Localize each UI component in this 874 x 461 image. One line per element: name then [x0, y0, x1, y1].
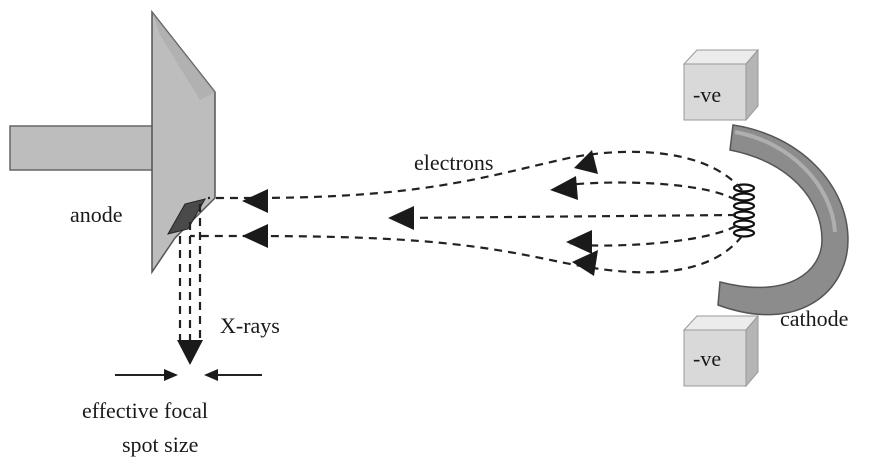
negative-block-bottom	[682, 314, 760, 388]
filament-coil	[732, 183, 756, 238]
xray-beam	[177, 204, 203, 365]
focal-arrow-right	[164, 369, 178, 381]
focal-spot-indicators	[115, 369, 262, 381]
label-anode: anode	[70, 202, 123, 227]
cathode-cup-highlight	[734, 130, 837, 233]
arrowhead-top-left	[242, 189, 268, 213]
arrowhead-center	[388, 206, 414, 230]
label-xrays: X-rays	[220, 313, 280, 338]
focal-arrow-left	[204, 369, 218, 381]
electron-path-upper	[559, 181, 737, 201]
arrowhead-upper-1	[574, 150, 598, 174]
label-neg-top: -ve	[693, 82, 721, 107]
xray-arrowhead	[177, 340, 203, 365]
label-effective-focal: effective focal	[82, 398, 208, 423]
arrowhead-bottom-left	[242, 224, 268, 248]
cathode-cup	[717, 124, 849, 316]
electron-path-bottom	[190, 234, 743, 274]
electron-path-middle	[399, 213, 737, 220]
electron-path-lower	[569, 225, 737, 247]
label-spot-size: spot size	[122, 432, 198, 457]
arrowhead-lower-1	[566, 230, 592, 254]
focal-target	[166, 198, 207, 235]
electron-arrowheads	[242, 150, 598, 276]
negative-block-top	[682, 48, 760, 122]
label-neg-bottom: -ve	[693, 346, 721, 371]
arrowhead-upper-2	[550, 176, 578, 200]
arrowhead-lower-2	[572, 250, 598, 276]
anode-stem	[9, 125, 161, 171]
anode-assembly	[9, 9, 216, 275]
anode-bevel-shade	[152, 12, 215, 100]
anode-disc	[151, 9, 216, 275]
label-electrons: electrons	[414, 150, 493, 175]
label-cathode: cathode	[780, 306, 848, 331]
electron-path-top	[208, 150, 743, 200]
